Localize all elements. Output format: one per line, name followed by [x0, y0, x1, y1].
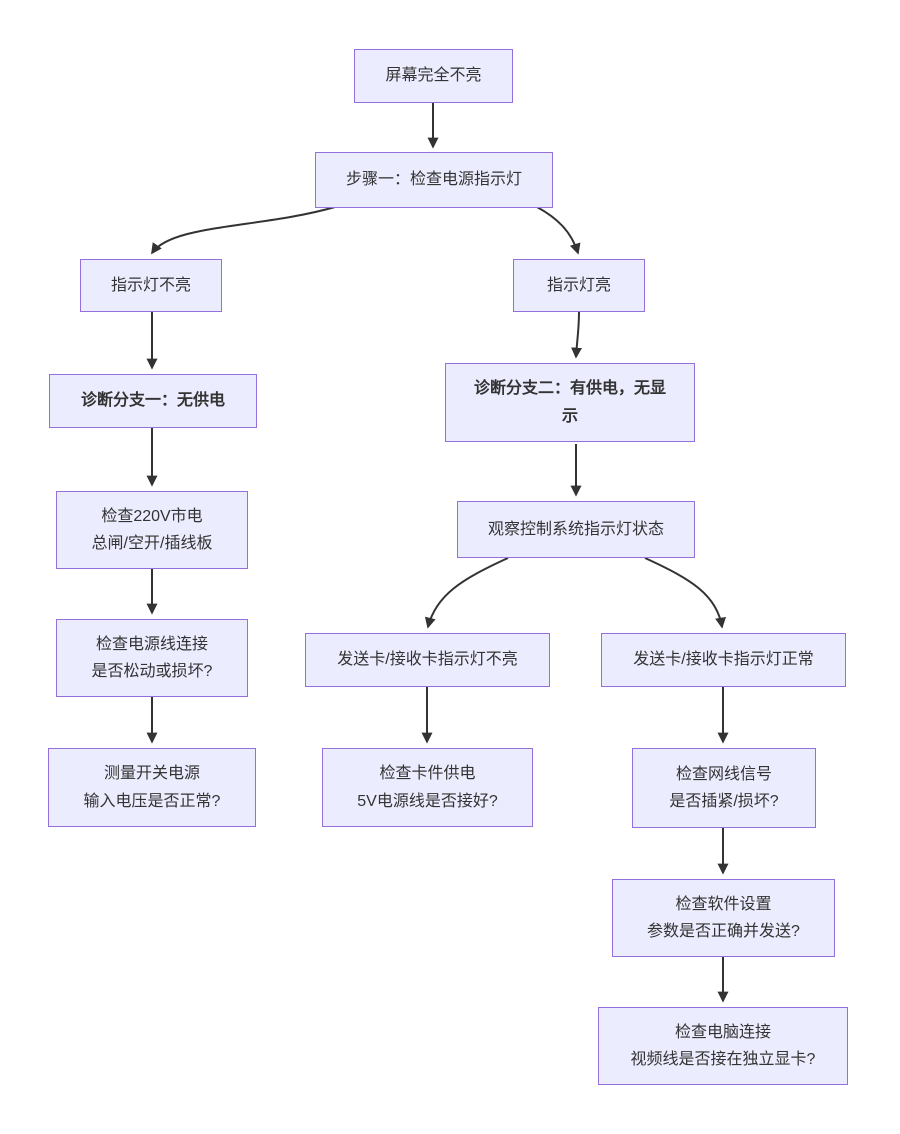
node-observe-ctrl: 观察控制系统指示灯状态 [457, 501, 695, 558]
edge-led-on-branch2 [571, 311, 583, 359]
node-check-220v: 检查220V市电 总闸/空开/插线板 [56, 491, 248, 569]
node-branch2: 诊断分支二：有供电，无显 示 [445, 363, 695, 442]
node-led-off: 指示灯不亮 [80, 259, 222, 312]
node-branch1: 诊断分支一：无供电 [49, 374, 257, 428]
node-check-card-power: 检查卡件供电 5V电源线是否接好? [322, 748, 533, 827]
node-step1: 步骤一：检查电源指示灯 [315, 152, 553, 208]
edge-step1-led-off [151, 206, 336, 255]
node-card-led-ok: 发送卡/接收卡指示灯正常 [601, 633, 846, 687]
node-screen-off: 屏幕完全不亮 [354, 49, 513, 103]
node-measure-psu: 测量开关电源 输入电压是否正常? [48, 748, 256, 827]
node-card-led-off: 发送卡/接收卡指示灯不亮 [305, 633, 550, 687]
node-led-on: 指示灯亮 [513, 259, 645, 312]
edge-observe-card-led-ok [644, 557, 726, 629]
node-check-software: 检查软件设置 参数是否正确并发送? [612, 879, 835, 957]
node-check-lan: 检查网线信号 是否插紧/损坏? [632, 748, 816, 828]
edge-step1-led-on [536, 206, 581, 255]
node-check-pc: 检查电脑连接 视频线是否接在独立显卡? [598, 1007, 848, 1085]
edge-observe-card-led-off [424, 557, 509, 629]
node-check-power-cable: 检查电源线连接 是否松动或损坏? [56, 619, 248, 697]
